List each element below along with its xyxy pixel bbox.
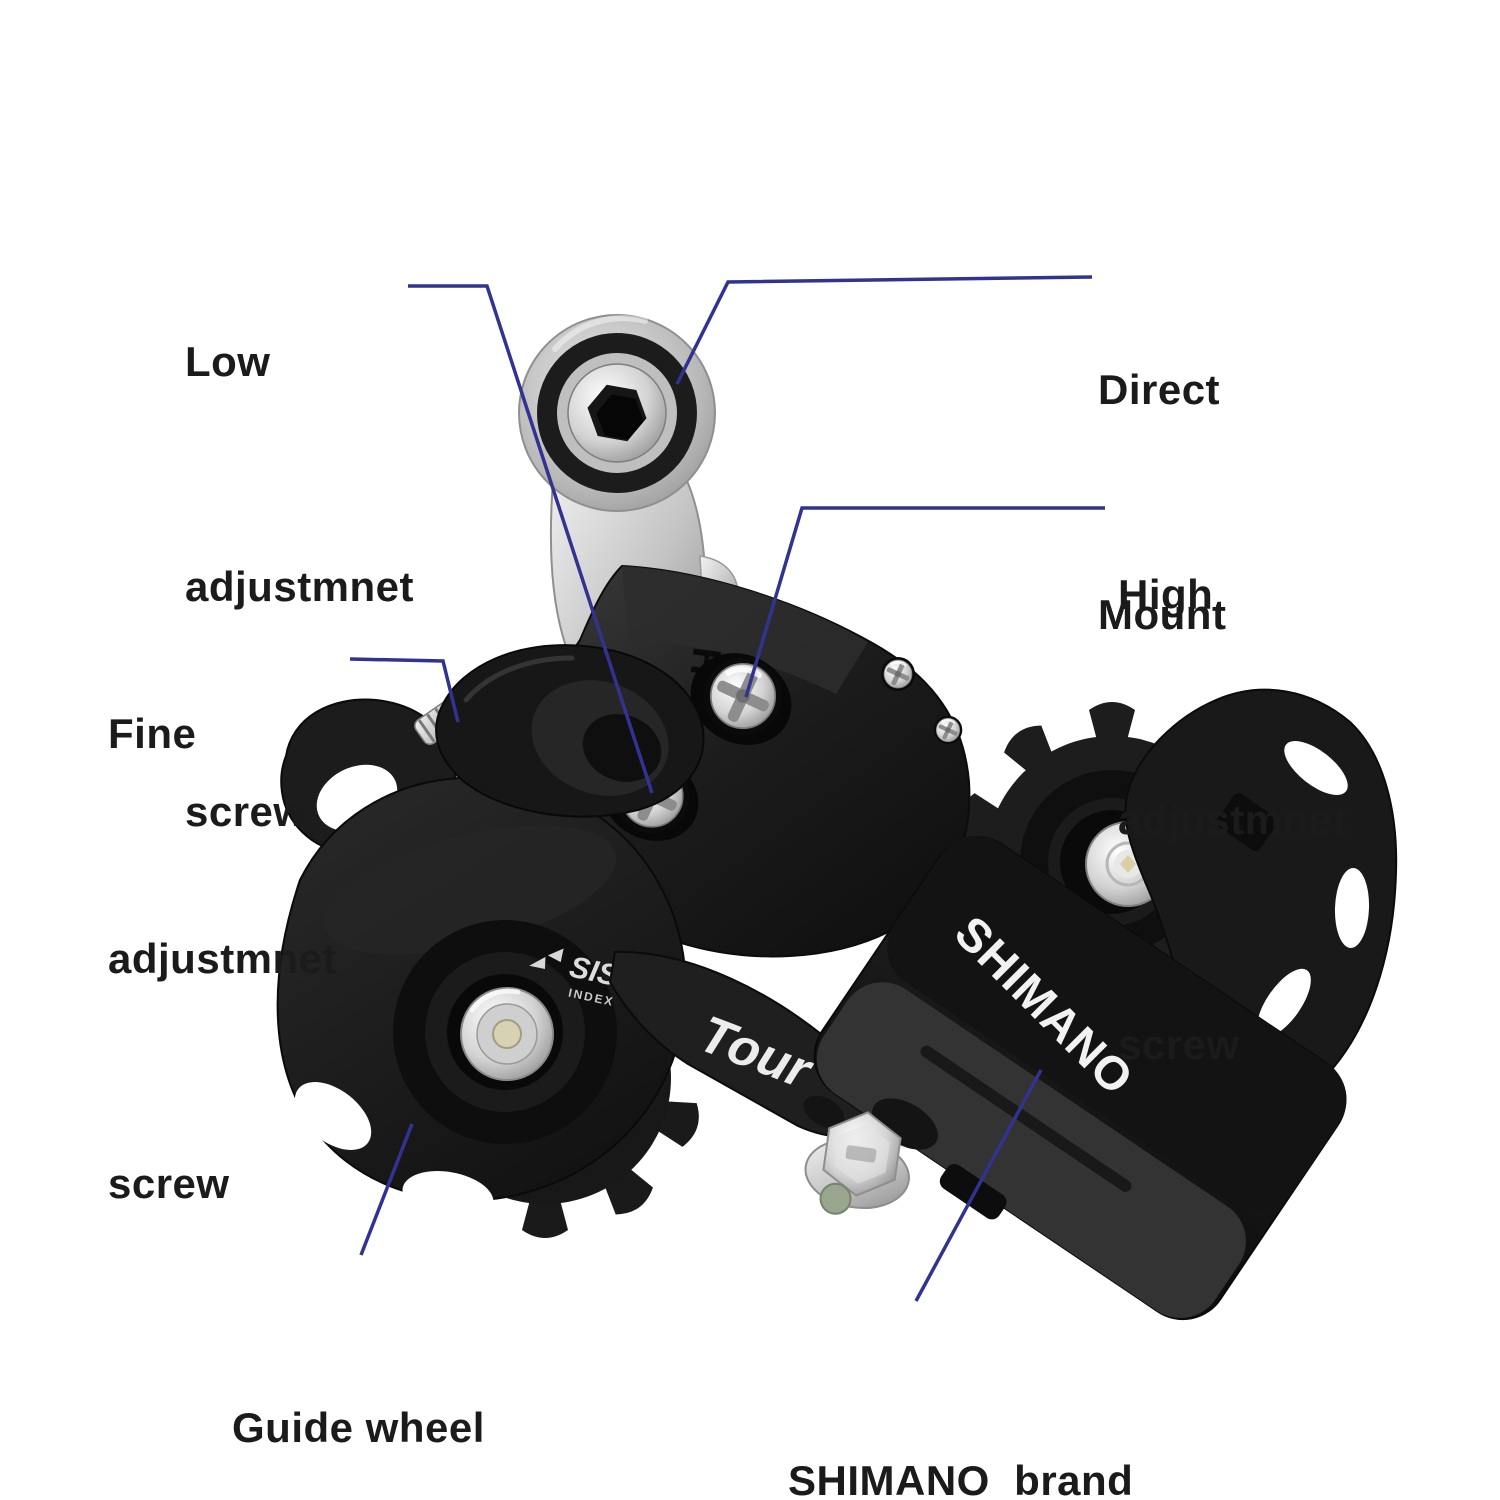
label-fine-adjustment-screw: Fine adjustmnet screw <box>108 546 337 1371</box>
direct-mount-pivot <box>518 314 716 512</box>
label-line: Mount <box>1098 591 1227 638</box>
leader-line-fine-adjustment-screw <box>349 657 460 723</box>
sis-wing-icon <box>529 956 546 970</box>
label-shimano-brand: SHIMANO brand <box>788 1293 1133 1500</box>
leader-lines <box>349 275 1105 1302</box>
label-line: adjustmnet <box>108 935 338 982</box>
label-line: Fine <box>108 710 197 757</box>
leader-line-guide-wheel <box>359 1123 414 1256</box>
label-guide-wheel: Guide wheel <box>232 1240 485 1500</box>
label-line: High <box>1118 571 1214 618</box>
leader-line-shimano-brand <box>914 1069 1043 1302</box>
leader-line-high-adjustment-screw <box>744 506 1105 698</box>
label-line: screw <box>108 1160 230 1207</box>
label-high-adjustment-screw: High adjustmnet screw <box>1118 407 1347 1232</box>
label-direct-mount: Direct Mount <box>1098 202 1226 802</box>
leader-line-low-adjustment-screw <box>408 284 654 794</box>
label-line: Direct <box>1098 366 1221 413</box>
high-adjustment-screw <box>704 657 782 735</box>
label-line: screw <box>1118 1021 1240 1068</box>
bumper-stop <box>435 644 705 818</box>
leader-line-direct-mount <box>675 275 1093 385</box>
cable-anchor-bolt <box>803 1095 938 1215</box>
label-low-adjustment-screw: Low adjustmnet screw <box>185 174 414 999</box>
label-line: adjustmnet <box>185 563 415 610</box>
cable-guide-screw <box>879 655 917 693</box>
label-line: SHIMANO brand <box>788 1457 1134 1500</box>
derailleur-body-block: SHIMANO <box>813 835 1347 1321</box>
label-line: Low <box>185 338 271 385</box>
clamp-screw <box>932 714 964 746</box>
label-line: Guide wheel <box>232 1404 485 1451</box>
label-line: screw <box>185 788 307 835</box>
guide-wheel-bolt <box>460 987 554 1081</box>
label-line: adjustmnet <box>1118 796 1348 843</box>
sis-wing-icon <box>547 948 564 963</box>
